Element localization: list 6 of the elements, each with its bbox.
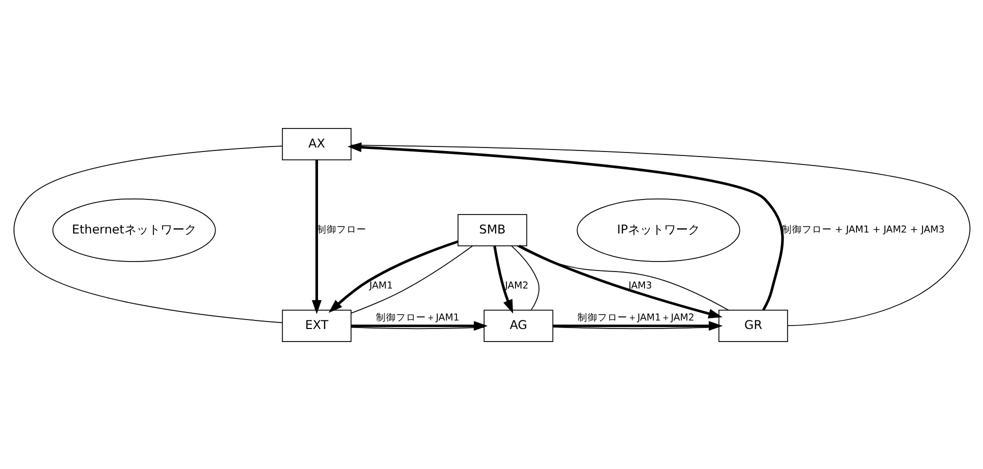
edge-label: JAM2	[504, 280, 528, 291]
edge-label: JAM1	[368, 280, 392, 291]
edge-label: 制御フロー＋JAM1＋JAM2	[576, 312, 694, 323]
edge-label: 制御フロー + JAM1 + JAM2 + JAM3	[781, 224, 944, 236]
edge-label: JAM3	[628, 280, 652, 291]
edge-label: 制御フロー＋JAM1	[375, 312, 459, 323]
